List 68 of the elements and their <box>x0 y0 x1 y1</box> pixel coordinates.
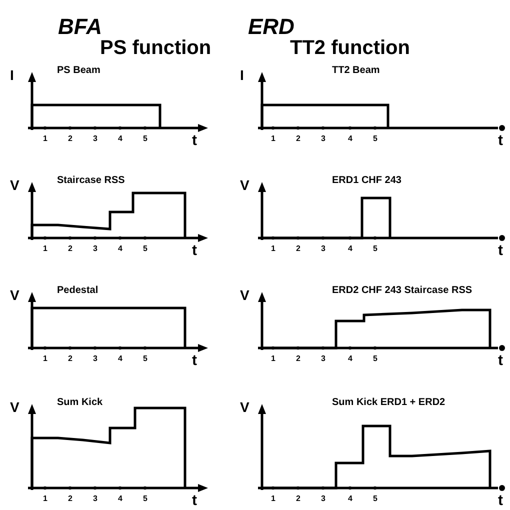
tick-label: 4 <box>118 135 122 143</box>
axis-label: I <box>240 68 244 82</box>
axis-label: t <box>192 133 197 148</box>
axis-label: t <box>498 353 503 368</box>
tick-label: 4 <box>348 245 352 253</box>
tick-label: 2 <box>68 355 72 363</box>
axis-label: V <box>240 178 250 192</box>
tick-label: 5 <box>373 355 378 363</box>
plot-title: TT2 Beam <box>332 66 380 76</box>
tick-label: 5 <box>373 495 378 503</box>
tick-label: 2 <box>296 355 300 363</box>
function-heading: PS function <box>100 38 212 58</box>
tick-label: 3 <box>321 245 326 253</box>
tick-label: 1 <box>271 135 276 143</box>
axis-label: V <box>10 288 20 302</box>
tick-label: 2 <box>68 495 72 503</box>
plot-title: Sum Kick <box>57 398 103 408</box>
tick-label: 5 <box>143 135 148 143</box>
tick-label: 4 <box>118 355 122 363</box>
tick-label: 5 <box>143 245 148 253</box>
axis-label: t <box>192 243 197 258</box>
function-heading: TT2 function <box>290 38 410 58</box>
tick-label: 3 <box>93 245 98 253</box>
axis-label: t <box>192 493 197 508</box>
axis-label: I <box>10 68 14 82</box>
tick-label: 5 <box>373 135 378 143</box>
column-heading: BFA <box>58 16 102 38</box>
tick-label: 1 <box>43 135 48 143</box>
tick-label: 1 <box>43 495 48 503</box>
tick-label: 2 <box>68 245 72 253</box>
tick-label: 5 <box>373 245 378 253</box>
tick-label: 5 <box>143 495 148 503</box>
tick-label: 1 <box>43 245 48 253</box>
tick-label: 4 <box>118 245 122 253</box>
axis-label: t <box>192 353 197 368</box>
tick-label: 2 <box>68 135 72 143</box>
tick-label: 3 <box>321 135 326 143</box>
tick-label: 4 <box>348 355 352 363</box>
axis-label: t <box>498 243 503 258</box>
tick-label: 3 <box>93 355 98 363</box>
tick-label: 3 <box>93 135 98 143</box>
plot-title: PS Beam <box>57 66 100 76</box>
tick-label: 2 <box>296 135 300 143</box>
plot-title: Pedestal <box>57 286 98 296</box>
tick-label: 1 <box>43 355 48 363</box>
axis-label: V <box>10 178 20 192</box>
tick-label: 1 <box>271 495 276 503</box>
tick-label: 1 <box>271 355 276 363</box>
plot-title: ERD2 CHF 243 Staircase RSS <box>332 286 472 296</box>
tick-label: 4 <box>348 135 352 143</box>
tick-label: 2 <box>296 495 300 503</box>
tick-label: 5 <box>143 355 148 363</box>
tick-label: 3 <box>93 495 98 503</box>
axis-label: V <box>240 400 250 414</box>
tick-label: 3 <box>321 495 326 503</box>
plot-title: Staircase RSS <box>57 176 125 186</box>
plot-title: ERD1 CHF 243 <box>332 176 402 186</box>
tick-label: 2 <box>296 245 300 253</box>
axis-label: t <box>498 133 503 148</box>
axis-label: V <box>240 288 250 302</box>
tick-label: 1 <box>271 245 276 253</box>
axis-label: t <box>498 493 503 508</box>
axis-label: V <box>10 400 20 414</box>
tick-label: 4 <box>348 495 352 503</box>
plot-title: Sum Kick ERD1 + ERD2 <box>332 398 446 408</box>
column-heading: ERD <box>248 16 294 38</box>
tick-label: 3 <box>321 355 326 363</box>
tick-label: 4 <box>118 495 122 503</box>
